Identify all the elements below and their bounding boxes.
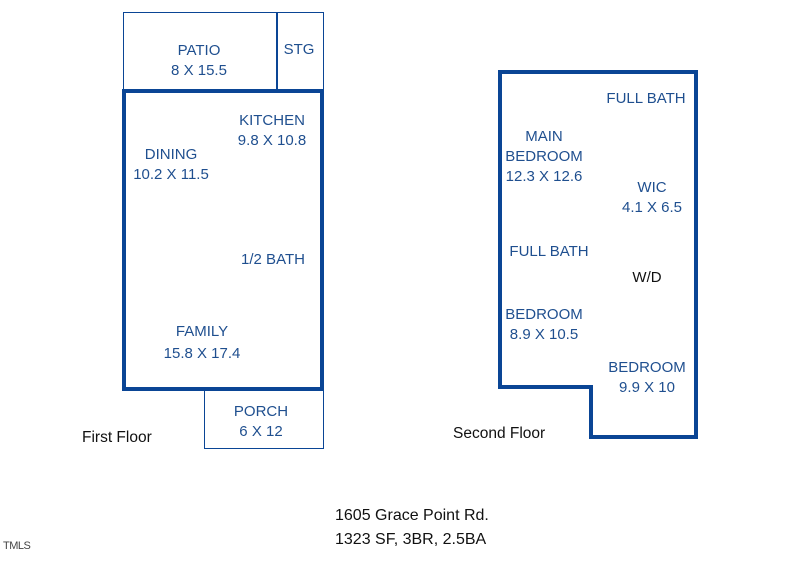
room-name: FULL BATH xyxy=(606,90,686,107)
room-full-bath-main: FULL BATH xyxy=(606,89,685,109)
room-family: FAMILY 15.8 X 17.4 xyxy=(164,321,241,365)
room-dims: 10.2 X 11.5 xyxy=(133,166,209,183)
room-main-bedroom: MAIN BEDROOM 12.3 X 12.6 xyxy=(505,127,583,187)
property-address: 1605 Grace Point Rd. xyxy=(335,507,489,524)
room-half-bath: 1/2 BATH xyxy=(241,250,305,270)
watermark: TMLS xyxy=(3,540,31,552)
room-name: DINING xyxy=(144,146,198,163)
room-wic: WIC 4.1 X 6.5 xyxy=(622,178,682,218)
room-dims: 9.8 X 10.8 xyxy=(237,132,307,149)
room-bedroom-2: BEDROOM 8.9 X 10.5 xyxy=(505,305,583,345)
room-name: BEDROOM xyxy=(608,359,686,376)
room-full-bath-hall: FULL BATH xyxy=(509,242,588,262)
first-floor-label: First Floor xyxy=(82,429,152,446)
room-dims: 9.9 X 10 xyxy=(619,379,675,396)
room-dims: 12.3 X 12.6 xyxy=(505,168,583,185)
room-name: MAIN xyxy=(525,128,563,145)
property-summary: 1323 SF, 3BR, 2.5BA xyxy=(335,531,487,548)
room-name: 1/2 BATH xyxy=(241,251,305,268)
room-name: W/D xyxy=(632,269,662,286)
room-patio: PATIO 8 X 15.5 xyxy=(171,41,227,81)
room-name: STG xyxy=(283,41,315,58)
room-name: FAMILY xyxy=(175,323,229,340)
room-dims: 8.9 X 10.5 xyxy=(509,326,579,343)
room-dining: DINING 10.2 X 11.5 xyxy=(133,145,209,185)
room-washer-dryer: W/D xyxy=(632,268,661,288)
room-dims: 4.1 X 6.5 xyxy=(621,199,683,216)
room-name: KITCHEN xyxy=(239,112,305,129)
room-dims: 15.8 X 17.4 xyxy=(163,345,241,362)
room-name: PORCH xyxy=(233,403,289,420)
room-name: FULL BATH xyxy=(509,243,589,260)
room-name: BEDROOM xyxy=(505,306,583,323)
room-dims: 6 X 12 xyxy=(239,423,283,440)
room-name: BEDROOM xyxy=(505,148,583,165)
room-dims: 8 X 15.5 xyxy=(171,62,227,79)
room-bedroom-3: BEDROOM 9.9 X 10 xyxy=(608,358,686,398)
property-info: 1605 Grace Point Rd. 1323 SF, 3BR, 2.5BA xyxy=(335,504,489,552)
second-floor-label: Second Floor xyxy=(453,425,546,442)
room-storage: STG xyxy=(284,40,315,60)
room-name: PATIO xyxy=(177,42,221,59)
room-kitchen: KITCHEN 9.8 X 10.8 xyxy=(238,111,306,151)
room-name: WIC xyxy=(637,179,667,196)
room-porch: PORCH 6 X 12 xyxy=(234,402,288,442)
porch-outline xyxy=(204,389,324,449)
